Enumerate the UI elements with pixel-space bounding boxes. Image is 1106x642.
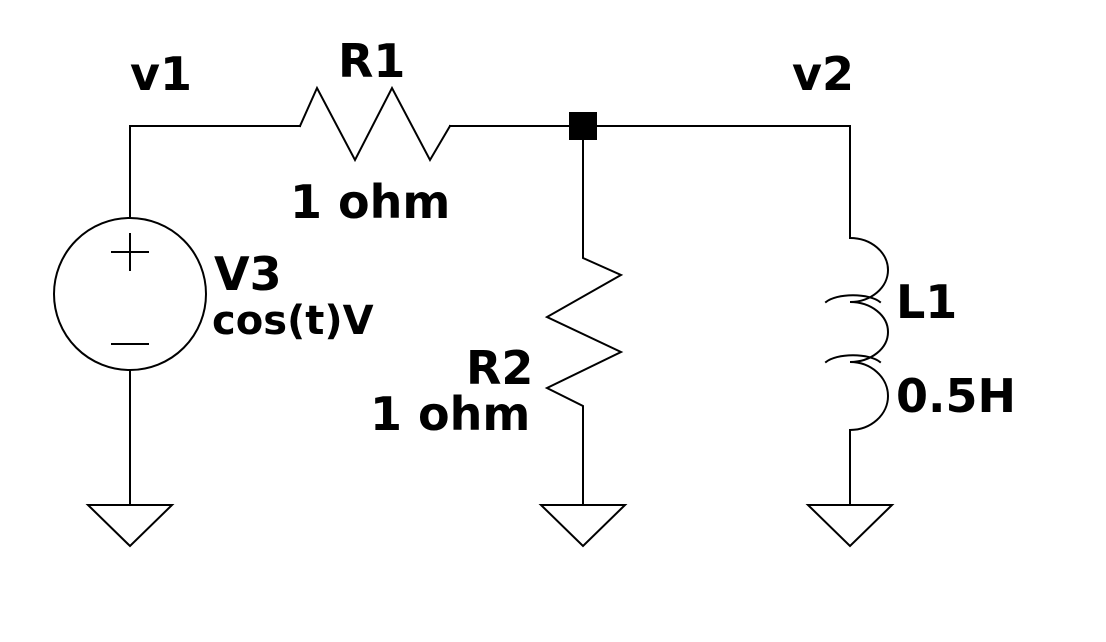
r2-value-label: 1 ohm xyxy=(370,387,530,441)
l1-name-label: L1 xyxy=(896,275,957,329)
resistor-r2 xyxy=(544,239,624,411)
inductor-l1 xyxy=(824,236,889,432)
ground-icon-r2 xyxy=(538,504,628,548)
l1-value-label: 0.5H xyxy=(896,369,1016,423)
r1-value-label: 1 ohm xyxy=(290,175,450,229)
node-label-v1: v1 xyxy=(130,47,192,101)
ground-icon-l1 xyxy=(805,504,895,548)
r1-name-label: R1 xyxy=(338,34,405,88)
r2-name-label: R2 xyxy=(466,341,533,395)
inductor-coils xyxy=(848,236,889,432)
wire-v1-top xyxy=(129,125,301,219)
ground-icon-v3 xyxy=(85,504,175,548)
wire-r1-to-v2 xyxy=(449,125,851,239)
v3-value-label: cos(t)V xyxy=(212,298,374,344)
voltage-source-v3 xyxy=(53,217,207,371)
inductor-winding-2 xyxy=(824,354,882,364)
resistor-r1 xyxy=(298,85,452,163)
junction-node xyxy=(569,112,597,140)
node-label-v2: v2 xyxy=(792,47,854,101)
inductor-winding-1 xyxy=(824,294,882,304)
v3-name-label: V3 xyxy=(214,247,282,301)
